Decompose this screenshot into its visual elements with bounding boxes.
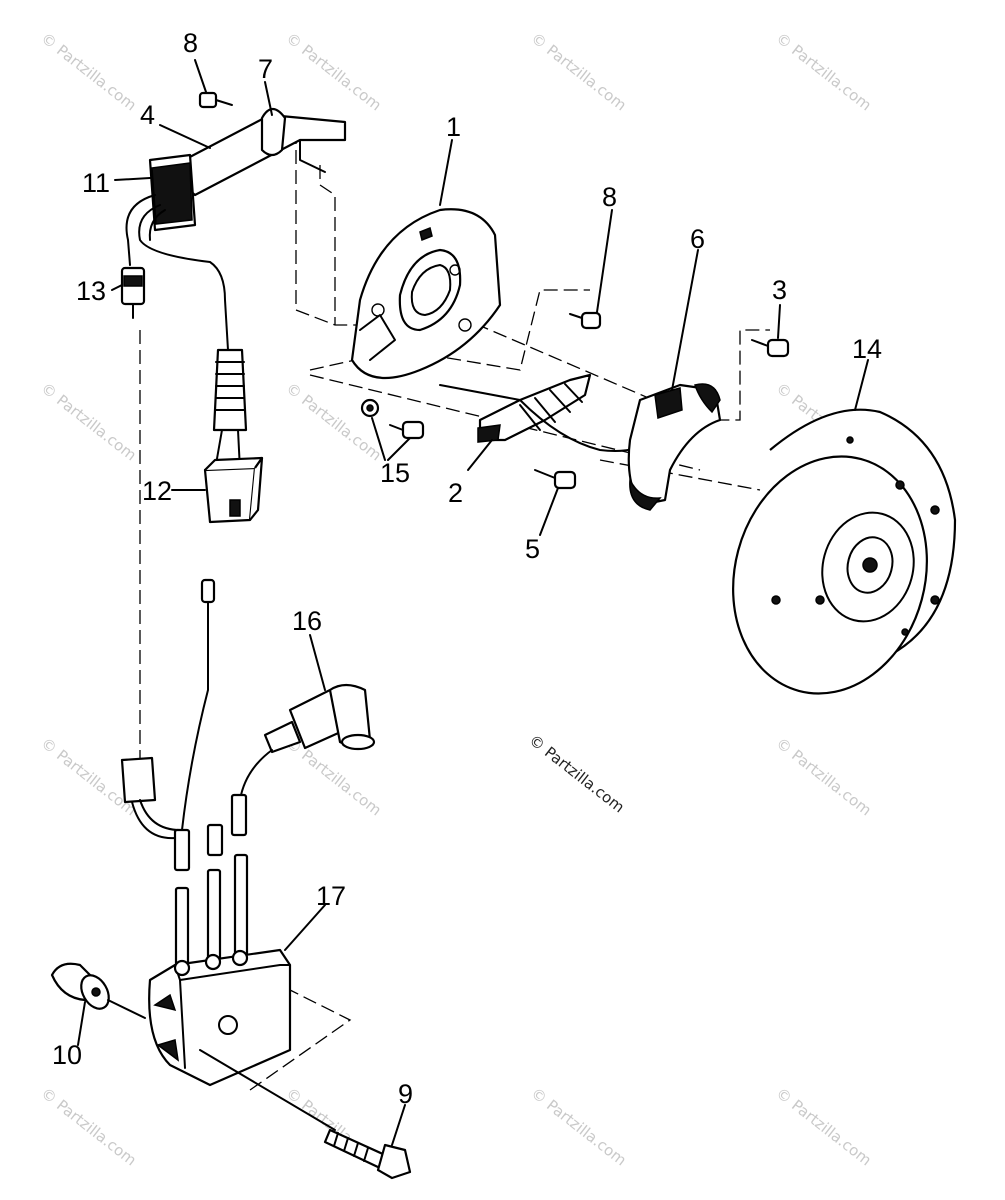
watermark: © Partzilla.com — [38, 379, 140, 464]
callout-14: 14 — [852, 334, 882, 364]
stator-plate — [350, 208, 502, 380]
watermark: © Partzilla.com — [283, 379, 385, 464]
pulser-coil — [439, 373, 656, 452]
screw-stator — [569, 311, 602, 330]
watermark: © Partzilla.com — [38, 29, 140, 114]
callout-11: 11 — [82, 168, 110, 198]
ignition-coil — [148, 948, 292, 1087]
bolt-coil — [199, 1049, 412, 1180]
watermark: © Partzilla.com — [528, 1084, 630, 1169]
ignition-coil-leads — [173, 793, 249, 970]
washer-screw — [360, 398, 425, 440]
callout-8-clamp: 8 — [183, 28, 198, 58]
callout-12: 12 — [142, 476, 172, 506]
callout-8-stator: 8 — [602, 182, 617, 212]
callout-10: 10 — [52, 1040, 82, 1070]
callout-3: 3 — [772, 275, 787, 305]
bullet-connector — [120, 266, 146, 319]
screw-pulser — [534, 469, 577, 490]
screw-clamp — [198, 91, 233, 109]
copyright-credit: © Partzilla.com — [526, 731, 628, 816]
callout-4: 4 — [140, 100, 155, 130]
watermark: © Partzilla.com — [773, 1084, 875, 1169]
lighting-coil — [627, 383, 722, 511]
callout-7: 7 — [258, 54, 273, 84]
bushing — [50, 962, 146, 1019]
watermark: © Partzilla.com — [283, 29, 385, 114]
screw-flywheel-side — [751, 338, 790, 358]
callout-16: 16 — [292, 606, 322, 636]
callout-13: 13 — [76, 276, 106, 306]
callout-labels: 1 2 3 4 5 6 7 8 8 9 10 11 12 13 14 15 16… — [52, 28, 882, 1109]
watermark: © Partzilla.com — [38, 1084, 140, 1169]
clamp — [260, 107, 287, 157]
flywheel — [732, 408, 957, 695]
harness-cables — [125, 194, 248, 471]
watermark: © Partzilla.com — [528, 29, 630, 114]
callout-5: 5 — [525, 534, 540, 564]
callout-1: 1 — [446, 112, 461, 142]
coil-wire — [120, 578, 216, 840]
spark-plug-cap — [239, 683, 376, 801]
callout-9: 9 — [398, 1079, 413, 1109]
watermark: © Partzilla.com — [773, 734, 875, 819]
callout-6: 6 — [690, 224, 705, 254]
callout-2: 2 — [448, 478, 463, 508]
connector-block — [203, 456, 264, 524]
grommet — [148, 153, 197, 232]
callout-17: 17 — [316, 881, 346, 911]
callout-15: 15 — [380, 458, 410, 488]
leader-lines — [77, 59, 869, 1146]
watermark: © Partzilla.com — [773, 29, 875, 114]
